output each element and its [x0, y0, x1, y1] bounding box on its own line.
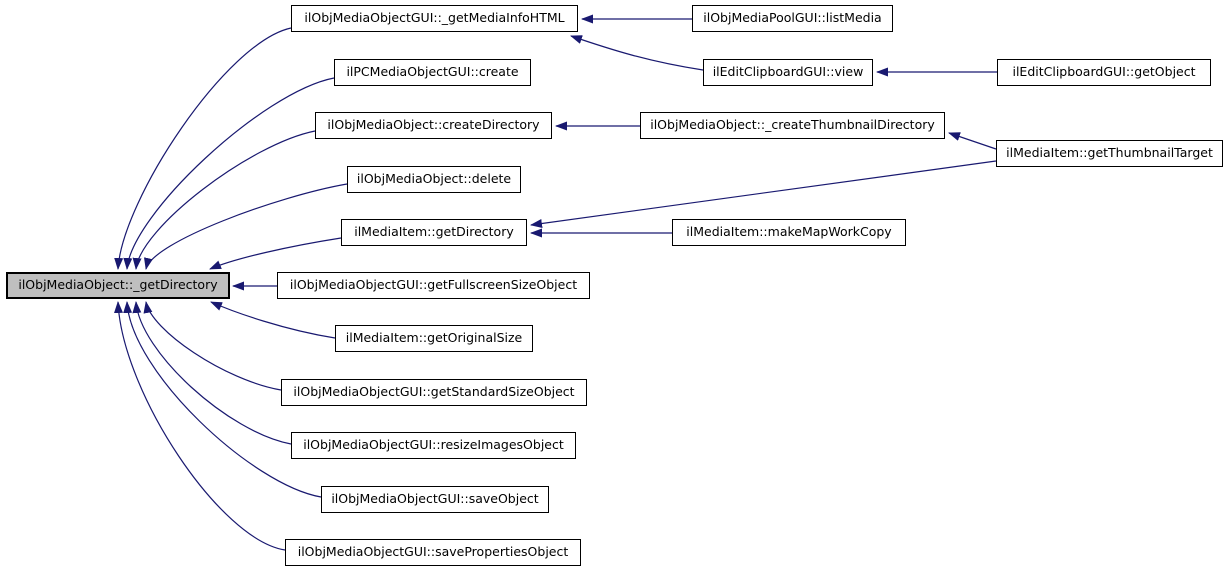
graph-node-resizeImagesObject[interactable]: ilObjMediaObjectGUI::resizeImagesObject — [291, 432, 576, 459]
graph-node-label: ilMediaItem::getDirectory — [354, 224, 514, 240]
edge-getThumbnailTarget-to-createThumbnailDirectory — [948, 132, 997, 150]
graph-node-getThumbnailTarget[interactable]: ilMediaItem::getThumbnailTarget — [996, 140, 1223, 167]
graph-node-createThumbnailDirectory[interactable]: ilObjMediaObject::_createThumbnailDirect… — [640, 112, 945, 139]
edge-deleteNode-to-main — [144, 183, 348, 270]
graph-node-getObject[interactable]: ilEditClipboardGUI::getObject — [997, 59, 1211, 86]
graph-node-label: ilObjMediaObjectGUI::getStandardSizeObje… — [293, 384, 575, 400]
graph-node-getStandardSizeObject[interactable]: ilObjMediaObjectGUI::getStandardSizeObje… — [281, 379, 587, 406]
graph-node-createPC[interactable]: ilPCMediaObjectGUI::create — [334, 59, 531, 86]
graph-node-getOriginalSize[interactable]: ilMediaItem::getOriginalSize — [335, 325, 533, 352]
graph-node-getMediaInfoHTML[interactable]: ilObjMediaObjectGUI::_getMediaInfoHTML — [291, 5, 578, 32]
graph-node-label: ilObjMediaObjectGUI::savePropertiesObjec… — [297, 544, 569, 560]
edge-getMediaInfoHTML-to-main — [114, 27, 292, 270]
edge-getDirectoryItem-to-main — [209, 237, 342, 270]
graph-node-getDirectoryItem[interactable]: ilMediaItem::getDirectory — [341, 219, 527, 246]
edge-createPC-to-main — [123, 77, 335, 270]
graph-node-label: ilObjMediaObjectGUI::_getMediaInfoHTML — [304, 10, 565, 26]
edge-createDirectory-to-main — [132, 130, 316, 270]
graph-node-label: ilPCMediaObjectGUI::create — [346, 64, 519, 80]
graph-node-label: ilObjMediaObject::delete — [356, 171, 512, 187]
graph-node-label: ilEditClipboardGUI::view — [712, 64, 864, 80]
graph-node-label: ilObjMediaObjectGUI::resizeImagesObject — [303, 437, 564, 453]
graph-node-label: ilObjMediaObject::_getDirectory — [18, 277, 218, 293]
graph-node-savePropertiesObject[interactable]: ilObjMediaObjectGUI::savePropertiesObjec… — [285, 539, 581, 566]
edge-savePropertiesObject-to-main — [114, 301, 286, 551]
edge-getThumbnailTarget-to-getDirectoryItem — [530, 160, 997, 228]
graph-node-deleteNode[interactable]: ilObjMediaObject::delete — [347, 166, 521, 193]
graph-node-view[interactable]: ilEditClipboardGUI::view — [703, 59, 873, 86]
graph-node-label: ilObjMediaObject::_createThumbnailDirect… — [650, 117, 935, 133]
graph-node-main: ilObjMediaObject::_getDirectory — [6, 272, 230, 299]
edge-resizeImagesObject-to-main — [132, 301, 292, 445]
graph-node-label: ilMediaItem::getOriginalSize — [345, 330, 523, 346]
edge-getStandardSizeObject-to-main — [143, 301, 282, 391]
edge-view-to-getMediaInfoHTML — [570, 35, 704, 71]
graph-node-label: ilEditClipboardGUI::getObject — [1012, 64, 1196, 80]
graph-node-saveObject[interactable]: ilObjMediaObjectGUI::saveObject — [321, 486, 549, 513]
graph-node-getFullscreenSizeObject[interactable]: ilObjMediaObjectGUI::getFullscreenSizeOb… — [277, 272, 590, 299]
graph-node-label: ilMediaItem::getThumbnailTarget — [1006, 145, 1213, 161]
graph-node-label: ilMediaItem::makeMapWorkCopy — [686, 224, 892, 240]
graph-node-label: ilObjMediaObject::createDirectory — [327, 117, 540, 133]
graph-node-label: ilObjMediaPoolGUI::listMedia — [703, 10, 882, 26]
graph-node-createDirectory[interactable]: ilObjMediaObject::createDirectory — [315, 112, 552, 139]
graph-node-label: ilObjMediaObjectGUI::saveObject — [331, 491, 539, 507]
graph-node-label: ilObjMediaObjectGUI::getFullscreenSizeOb… — [289, 277, 578, 293]
graph-node-makeMapWorkCopy[interactable]: ilMediaItem::makeMapWorkCopy — [672, 219, 906, 246]
edge-getOriginalSize-to-main — [210, 301, 336, 339]
graph-node-listMedia[interactable]: ilObjMediaPoolGUI::listMedia — [692, 5, 893, 32]
